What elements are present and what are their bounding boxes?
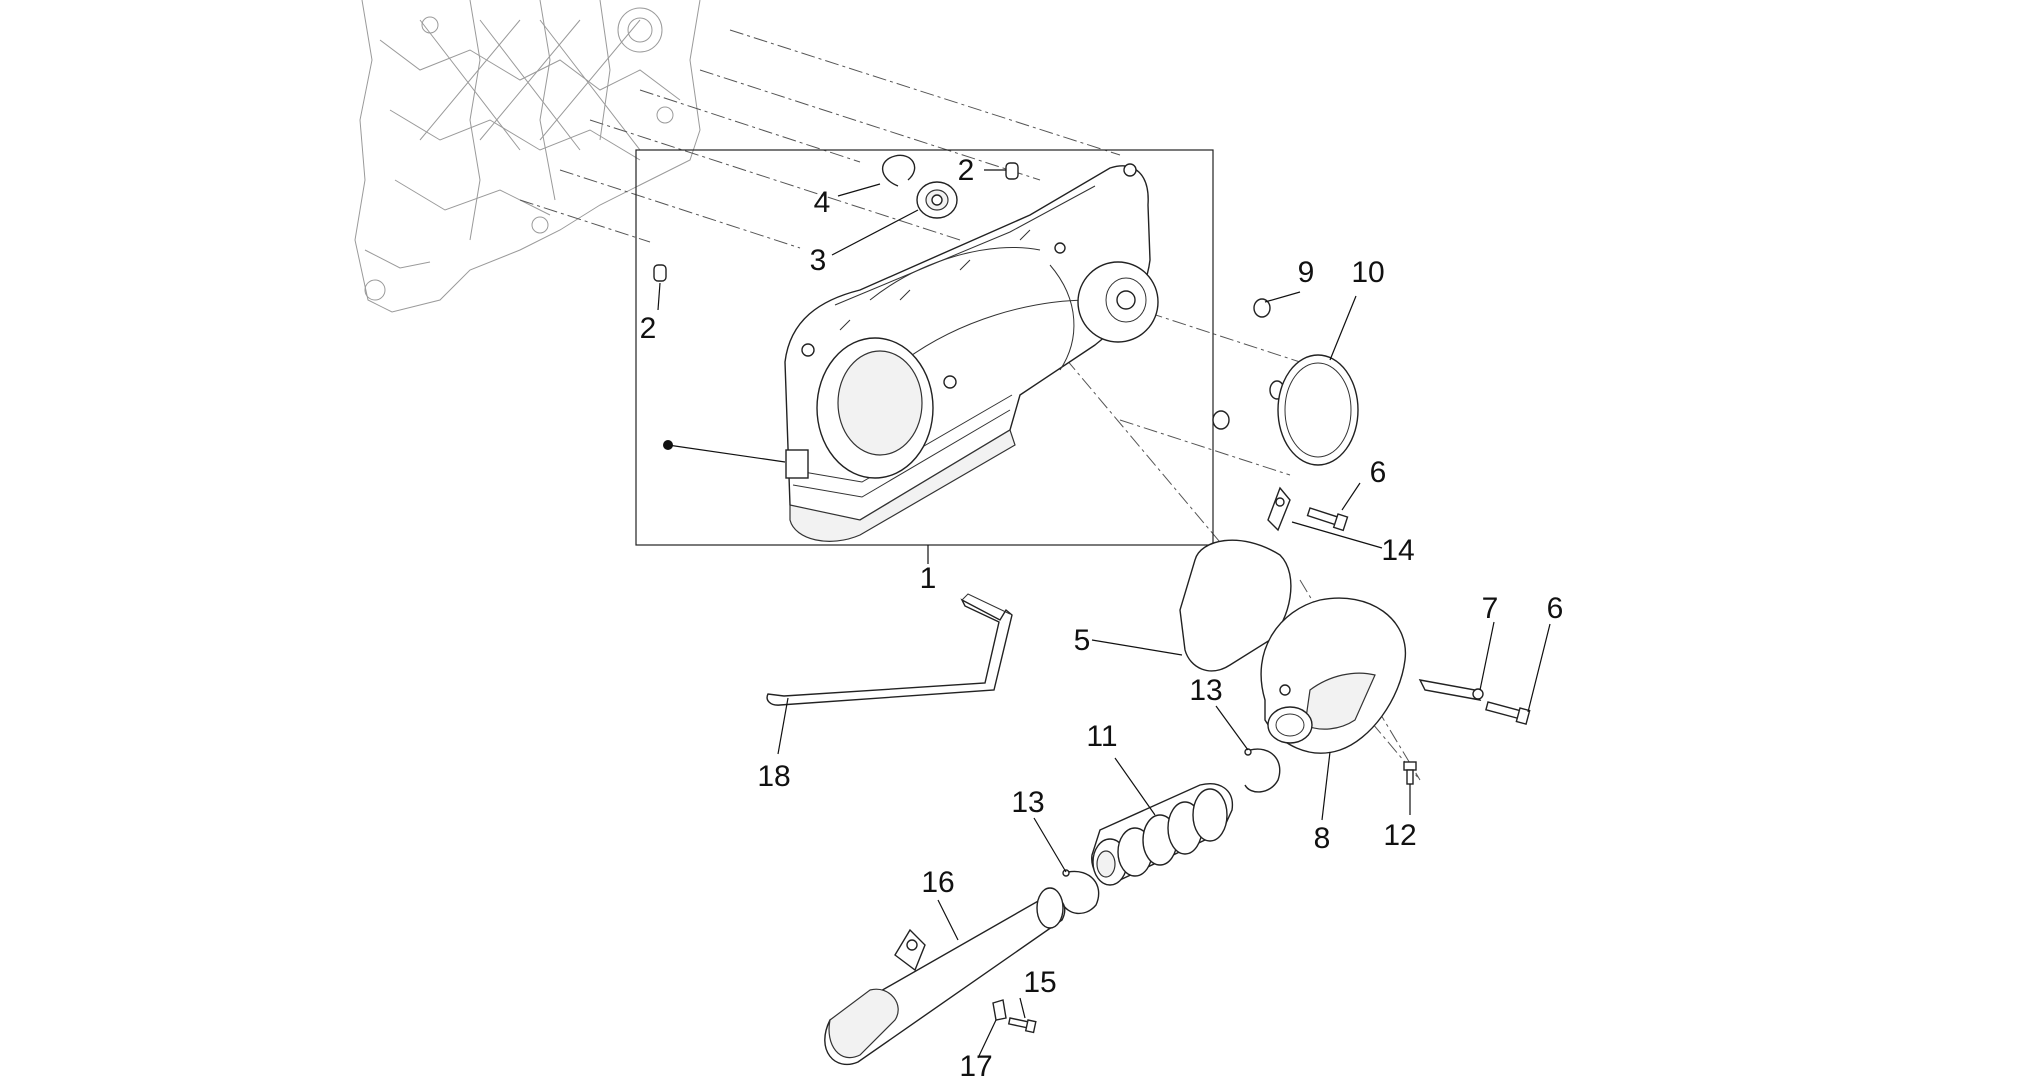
cover-assembly-frame xyxy=(635,149,1214,546)
clamp-upper xyxy=(1244,748,1281,793)
callout-16: 16 xyxy=(921,866,954,899)
callout-6-upper: 6 xyxy=(1370,456,1387,489)
bolt-lower xyxy=(1485,701,1531,725)
callout-6-lower: 6 xyxy=(1547,592,1564,625)
callout-1: 1 xyxy=(920,562,937,595)
gasket xyxy=(1179,539,1292,672)
screw-small xyxy=(1007,1017,1037,1034)
callout-18: 18 xyxy=(757,760,790,793)
callout-14: 14 xyxy=(1381,534,1414,567)
crankcase-ghost xyxy=(354,0,701,313)
washer-group xyxy=(1212,298,1285,430)
callout-7: 7 xyxy=(1482,592,1499,625)
callout-15: 15 xyxy=(1023,966,1056,999)
callout-13-upper: 13 xyxy=(1189,674,1222,707)
intake-housing xyxy=(1260,597,1407,754)
clip xyxy=(992,999,1007,1021)
callout-13-lower: 13 xyxy=(1011,786,1044,819)
callout-8: 8 xyxy=(1314,822,1331,855)
callout-10: 10 xyxy=(1351,256,1384,289)
callout-2-left: 2 xyxy=(640,312,657,345)
callout-9: 9 xyxy=(1298,256,1315,289)
screw xyxy=(1403,761,1417,785)
inspection-cap xyxy=(1277,354,1359,466)
bolt-upper xyxy=(1306,507,1349,532)
bracket xyxy=(1267,486,1291,532)
bearing xyxy=(916,181,958,219)
callout-2-upper: 2 xyxy=(958,154,975,187)
callout-labels: 1 2 2 3 4 5 6 6 7 8 9 10 11 12 13 13 14 … xyxy=(640,154,1564,1080)
callout-5: 5 xyxy=(1074,624,1091,657)
leader-lines xyxy=(657,169,1551,1059)
callout-4: 4 xyxy=(814,186,831,219)
mount-bracket xyxy=(1418,679,1484,701)
transmission-cover xyxy=(784,163,1159,542)
circlip xyxy=(881,154,916,187)
clamp-lower xyxy=(1061,869,1100,915)
hex-key-tool xyxy=(766,593,1013,706)
intake-bellows xyxy=(1091,783,1234,886)
dowel-pin-left xyxy=(653,264,667,282)
reference-dot xyxy=(663,440,673,450)
dowel-pin-upper xyxy=(1005,162,1019,180)
callout-17: 17 xyxy=(959,1050,992,1080)
intake-duct xyxy=(824,887,1066,1066)
callout-3: 3 xyxy=(810,244,827,277)
callout-11: 11 xyxy=(1086,720,1117,753)
callout-12: 12 xyxy=(1383,819,1416,852)
